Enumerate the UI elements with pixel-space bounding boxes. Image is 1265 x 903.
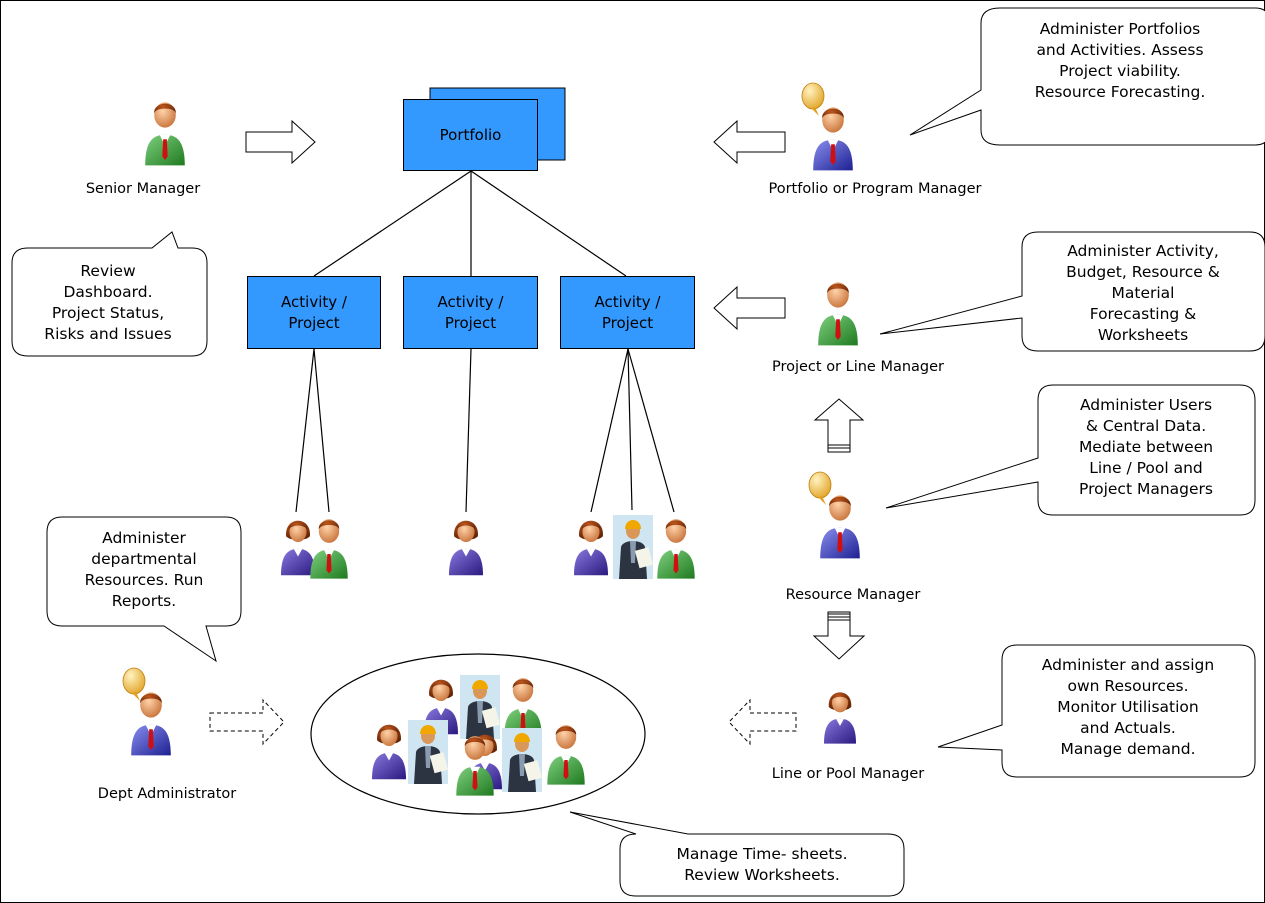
role-dept-administrator: Dept Administrator	[98, 786, 236, 802]
svg-text:Administer Portfolios: Administer Portfolios	[1040, 20, 1201, 38]
portfolio-to-activity-1	[313, 170, 472, 277]
svg-text:and Activities. Assess: and Activities. Assess	[1036, 41, 1203, 59]
svg-text:Review Worksheets.: Review Worksheets.	[684, 866, 840, 884]
portfolio-label: Portfolio	[439, 125, 502, 144]
svg-text:& Central Data.: & Central Data.	[1086, 417, 1206, 435]
role-senior-manager: Senior Manager	[86, 181, 200, 197]
activity-box-2: Activity / Project	[403, 276, 538, 349]
svg-text:Dashboard.: Dashboard.	[63, 283, 152, 301]
speech-bubble-icon	[801, 82, 825, 117]
role-line-pool-manager: Line or Pool Manager	[772, 766, 924, 782]
svg-text:Material: Material	[1112, 284, 1175, 302]
worker-photo-icon	[613, 515, 654, 579]
activity-label: Activity / Project	[281, 292, 347, 332]
callout-project-manager	[879, 231, 1265, 352]
callout-text-team: Manage Time- sheets. Review Worksheets.	[677, 845, 848, 884]
person-woman-icon	[574, 520, 608, 576]
speech-bubble-icon	[122, 667, 146, 702]
role-labels: Senior Manager Portfolio or Program Mana…	[86, 181, 982, 802]
role-portfolio-manager: Portfolio or Program Manager	[768, 181, 981, 197]
person-green-icon	[818, 282, 858, 346]
arrow-left-portfolio-manager	[713, 119, 786, 165]
callout-text-dept-administrator: Administer departmental Resources. Run R…	[85, 529, 204, 610]
callout-text-portfolio-manager: Administer Portfolios and Activities. As…	[1035, 20, 1206, 101]
speech-bubble-icon	[808, 471, 832, 506]
svg-text:Administer Activity,: Administer Activity,	[1067, 242, 1219, 260]
person-blue-speaking-icon	[820, 495, 860, 559]
role-project-manager: Project or Line Manager	[772, 359, 944, 375]
activity-box-3: Activity / Project	[560, 276, 695, 349]
activity-box-1: Activity / Project	[247, 276, 381, 349]
arrow-dashed-left	[728, 698, 797, 746]
callout-text-senior-manager: Review Dashboard. Project Status, Risks …	[44, 262, 171, 343]
svg-text:Line / Pool and: Line / Pool and	[1089, 459, 1203, 477]
svg-text:Project Status,: Project Status,	[52, 304, 164, 322]
person-blue-speaking-icon	[813, 107, 853, 171]
svg-text:Risks and Issues: Risks and Issues	[44, 325, 171, 343]
person-green-icon	[310, 519, 348, 579]
callout-line-pool-manager	[937, 644, 1256, 778]
svg-text:and Actuals.: and Actuals.	[1080, 719, 1176, 737]
callout-text-line-pool-manager: Administer and assign own Resources. Mon…	[1042, 656, 1214, 758]
portfolio-to-activity-3	[470, 170, 627, 277]
callout-resource-manager	[885, 384, 1256, 516]
arrow-down-line-manager	[812, 611, 866, 660]
svg-text:Mediate between: Mediate between	[1079, 438, 1213, 456]
arrow-up-resource-manager	[813, 398, 865, 453]
svg-text:Worksheets: Worksheets	[1098, 326, 1188, 344]
svg-text:own Resources.: own Resources.	[1068, 677, 1189, 695]
svg-text:Resource Forecasting.: Resource Forecasting.	[1035, 83, 1206, 101]
callout-dept-administrator	[46, 516, 242, 663]
connector-lines	[295, 170, 675, 513]
svg-text:Manage Time- sheets.: Manage Time- sheets.	[677, 845, 848, 863]
arrow-right-senior	[245, 119, 316, 165]
arrow-left-project-manager	[713, 285, 786, 331]
arrow-dashed-right	[209, 698, 285, 746]
svg-text:Administer and assign: Administer and assign	[1042, 656, 1214, 674]
person-woman-icon	[281, 520, 315, 576]
svg-text:Monitor Utilisation: Monitor Utilisation	[1057, 698, 1198, 716]
svg-text:departmental: departmental	[91, 550, 197, 568]
person-blue-speaking-icon	[131, 692, 171, 756]
person-woman-icon	[824, 692, 856, 744]
person-woman-icon	[449, 520, 483, 576]
person-green-icon	[145, 102, 185, 166]
svg-text:Review: Review	[80, 262, 136, 280]
callout-text-project-manager: Administer Activity, Budget, Resource & …	[1066, 242, 1220, 344]
callout-team	[569, 811, 905, 897]
svg-text:Forecasting &: Forecasting &	[1090, 305, 1197, 323]
callout-senior-manager	[11, 231, 208, 357]
callout-portfolio-manager	[909, 7, 1265, 146]
svg-text:Project Managers: Project Managers	[1079, 480, 1213, 498]
activity-label: Activity / Project	[594, 292, 661, 332]
svg-text:Administer: Administer	[102, 529, 186, 547]
svg-text:Administer Users: Administer Users	[1080, 396, 1212, 414]
activity-label: Activity / Project	[437, 292, 504, 332]
portfolio-box: Portfolio	[403, 99, 538, 171]
svg-text:Reports.: Reports.	[112, 592, 176, 610]
role-resource-manager: Resource Manager	[786, 587, 921, 603]
svg-text:Budget, Resource &: Budget, Resource &	[1066, 263, 1220, 281]
svg-text:Resources. Run: Resources. Run	[85, 571, 204, 589]
callout-text-resource-manager: Administer Users & Central Data. Mediate…	[1079, 396, 1213, 498]
svg-text:Manage demand.: Manage demand.	[1060, 740, 1195, 758]
svg-text:Project viability.: Project viability.	[1059, 62, 1181, 80]
person-green-icon	[657, 519, 695, 579]
